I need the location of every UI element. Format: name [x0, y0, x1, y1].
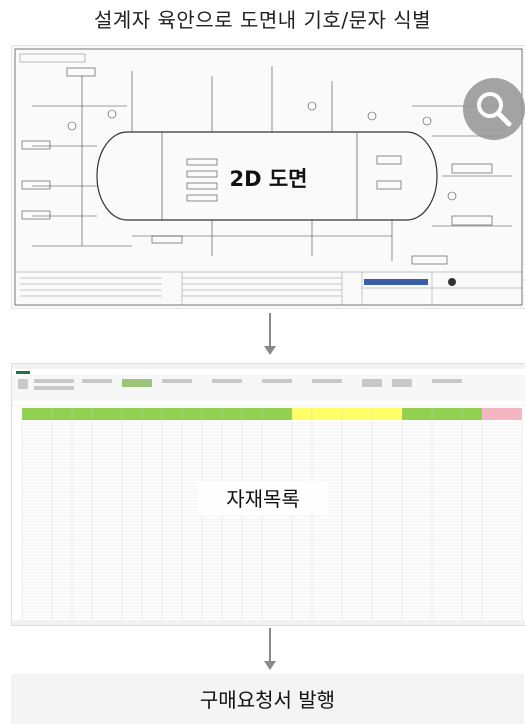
spreadsheet-sketch	[12, 364, 525, 625]
purchase-request-box: 구매요청서 발행	[11, 674, 524, 724]
purchase-request-label: 구매요청서 발행	[199, 688, 336, 712]
magnifier-icon[interactable]	[463, 78, 525, 140]
arrow-down-icon	[264, 313, 276, 355]
sheet-label: 자재목록	[198, 481, 328, 514]
pid-drawing-sketch	[14, 48, 523, 306]
drawing-label: 2D 도면	[229, 167, 308, 191]
arrow-down-icon	[264, 628, 276, 670]
page-title: 설계자 육안으로 도면내 기호/문자 식별	[93, 8, 432, 32]
drawing-panel: 2D 도면	[11, 45, 525, 309]
spreadsheet-panel: 자재목록	[11, 363, 525, 626]
